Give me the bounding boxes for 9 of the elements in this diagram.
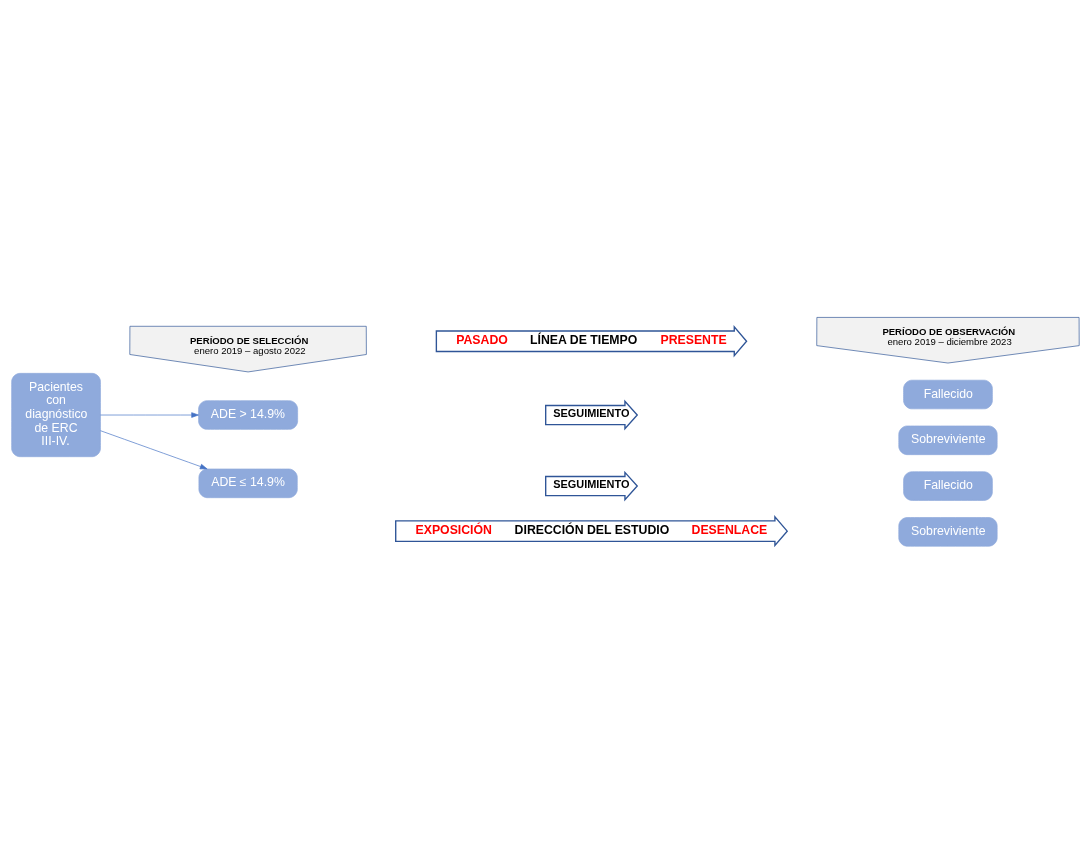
node-box: Sobreviviente xyxy=(898,517,998,547)
node-box: ADE ≤ 14.9% xyxy=(198,468,298,499)
node-box: Pacientes con diagnóstico de ERC III-IV. xyxy=(11,373,101,458)
node-box: Fallecido xyxy=(903,379,993,410)
node-box: ADE > 14.9% xyxy=(198,400,298,430)
node-box: Fallecido xyxy=(903,471,993,501)
arrow xyxy=(100,430,208,470)
arrow xyxy=(100,412,199,418)
node-box: Sobreviviente xyxy=(898,425,998,455)
